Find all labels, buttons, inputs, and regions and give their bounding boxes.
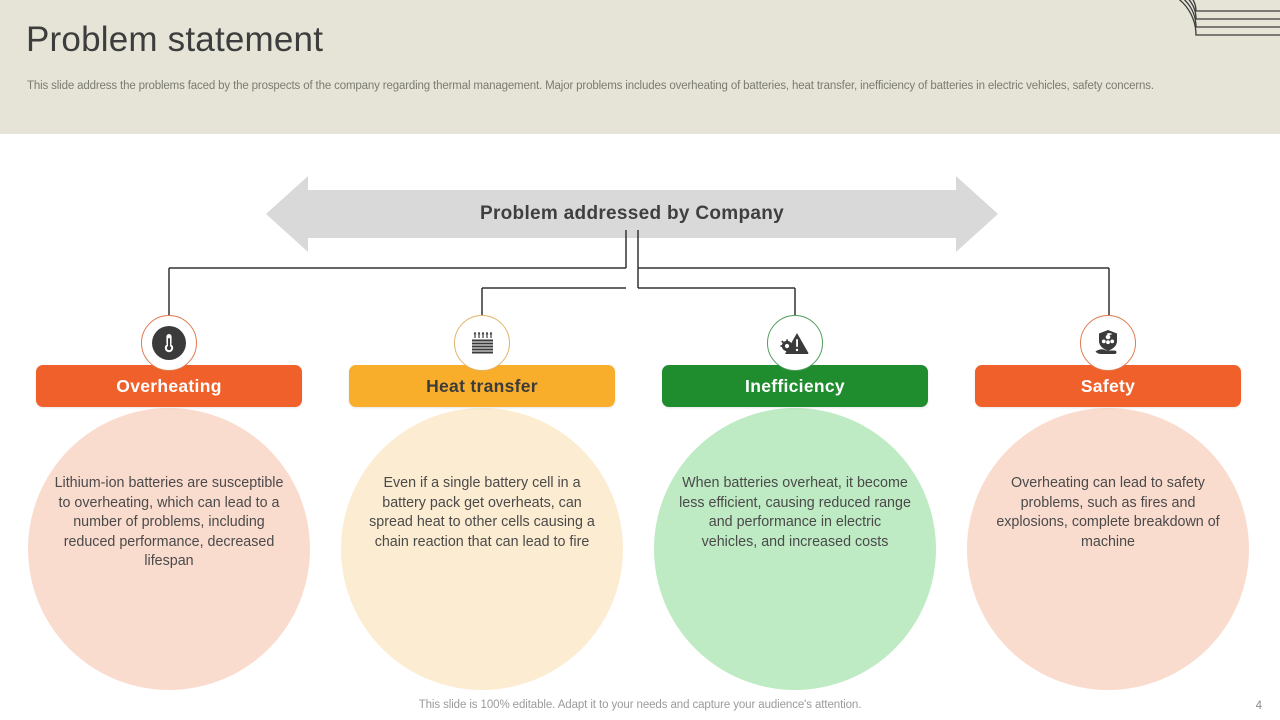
page-title: Problem statement (26, 20, 324, 59)
bubble-body-text: Even if a single battery cell in a batte… (369, 475, 595, 550)
label-text: Overheating (116, 375, 222, 396)
bubble-body-text: Overheating can lead to safety problems,… (996, 475, 1220, 550)
page-number: 4 (1255, 700, 1262, 712)
icon-badge-heat-transfer (454, 315, 510, 371)
label-bar-overheating[interactable]: Overheating (36, 365, 302, 407)
bubble-body-text: When batteries overheat, it become less … (679, 475, 911, 550)
problem-card-safety[interactable]: Safety Overheating can lead to safety pr… (963, 310, 1253, 690)
banner-arrow-shape (266, 176, 998, 252)
bubble-heat-transfer: Even if a single battery cell in a batte… (341, 408, 623, 690)
bubble-body-text: Lithium-ion batteries are susceptible to… (54, 475, 284, 569)
label-bar-safety[interactable]: Safety (975, 365, 1241, 407)
label-bar-inefficiency[interactable]: Inefficiency (662, 365, 928, 407)
problem-card-heat-transfer[interactable]: Heat transfer Even if a single battery c… (337, 310, 627, 690)
icon-badge-safety (1080, 315, 1136, 371)
bubble-overheating: Lithium-ion batteries are susceptible to… (28, 408, 310, 690)
label-text: Heat transfer (426, 375, 538, 396)
problem-card-inefficiency[interactable]: Inefficiency When batteries overheat, it… (650, 310, 940, 690)
banner-arrow: Problem addressed by Company (266, 172, 998, 256)
warning-gear-icon (778, 326, 812, 360)
label-text: Safety (1080, 375, 1136, 396)
radiator-heat-icon (465, 326, 499, 360)
bubble-inefficiency: When batteries overheat, it become less … (654, 408, 936, 690)
label-text: Inefficiency (745, 375, 845, 396)
corner-decoration-lines (1178, 0, 1280, 36)
page-subtitle: This slide address the problems faced by… (27, 80, 1154, 92)
banner-label: Problem addressed by Company (479, 203, 785, 224)
label-bar-heat-transfer[interactable]: Heat transfer (349, 365, 615, 407)
shield-hand-icon (1091, 326, 1125, 360)
bubble-safety: Overheating can lead to safety problems,… (967, 408, 1249, 690)
thermometer-icon (152, 326, 186, 360)
slide-header: Problem statement This slide address the… (0, 0, 1280, 134)
icon-badge-overheating (141, 315, 197, 371)
problem-card-overheating[interactable]: Overheating Lithium-ion batteries are su… (24, 310, 314, 690)
icon-badge-inefficiency (767, 315, 823, 371)
footer-note: This slide is 100% editable. Adapt it to… (418, 699, 862, 711)
problem-columns: Overheating Lithium-ion batteries are su… (0, 310, 1280, 690)
